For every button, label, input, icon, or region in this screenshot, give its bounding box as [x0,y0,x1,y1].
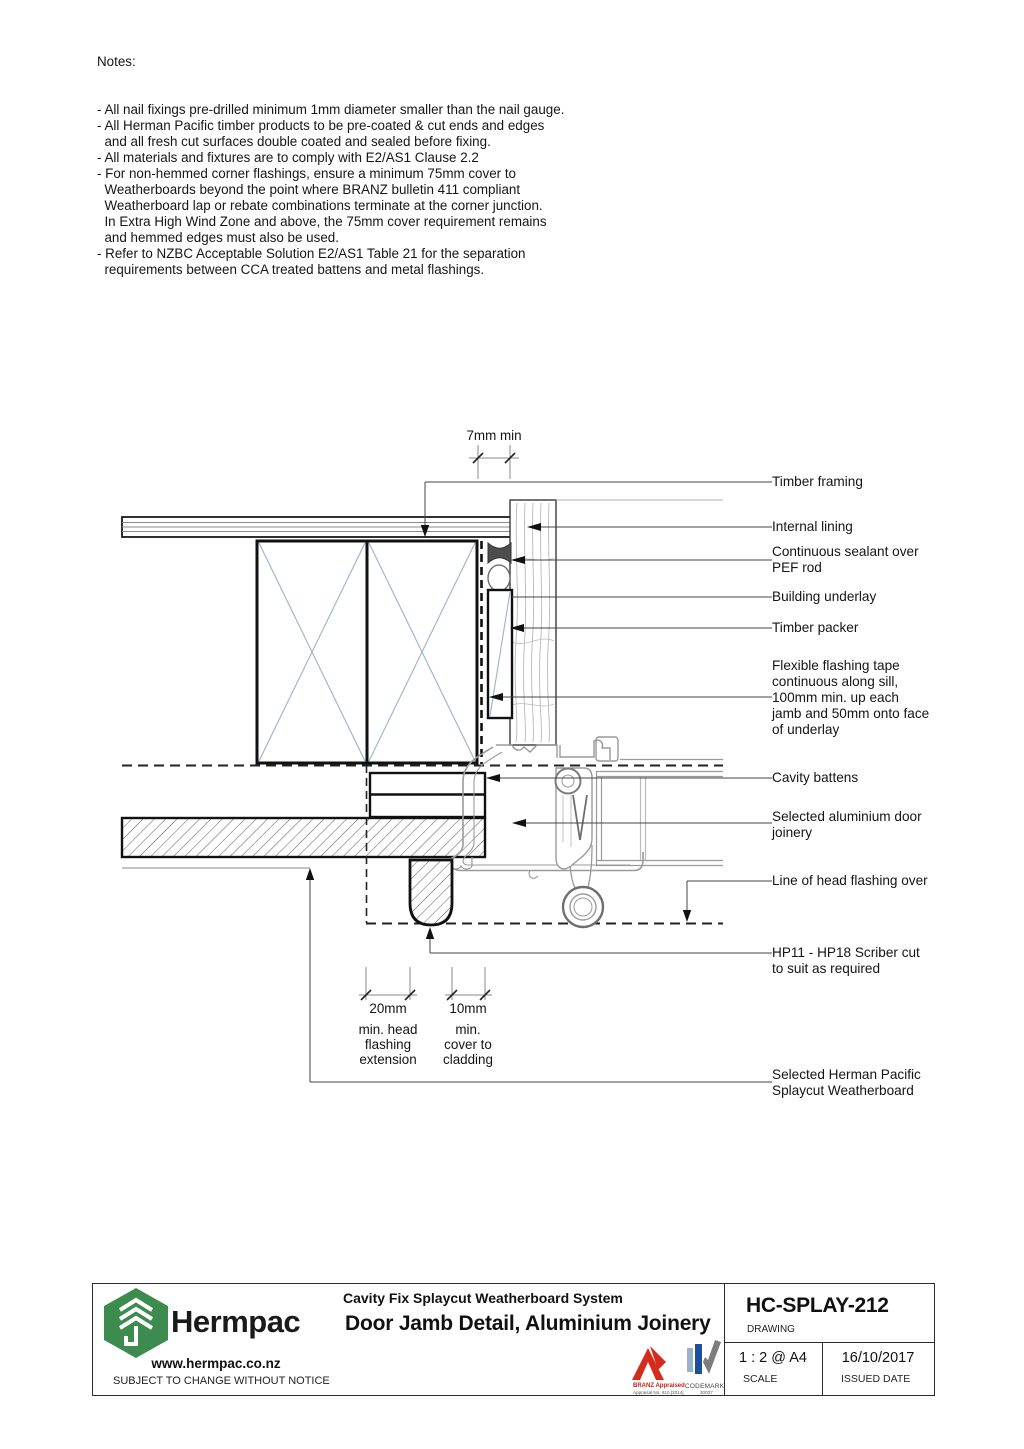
scale-label: SCALE [743,1373,778,1385]
cavity-battens-section [368,771,487,819]
dim-20mm-value: 20mm [369,1001,407,1016]
title-block-divider [724,1284,725,1395]
codemark-number: 30037 [700,1390,713,1395]
weatherboard-cladding-section [120,816,487,869]
branz-appraised-logo [632,1346,666,1380]
label-flexible-flashing-tape: Flexible flashing tape continuous along … [772,658,930,737]
system-name: Cavity Fix Splaycut Weatherboard System [343,1290,623,1306]
label-head-flashing-line: Line of head flashing over [772,873,928,888]
drawing-title: Door Jamb Detail, Aluminium Joinery [345,1312,711,1335]
label-aluminium-door-joinery: Selected aluminium door joinery [772,809,922,840]
sealant-and-pef-rod [487,541,512,592]
label-building-underlay: Building underlay [772,589,877,604]
issued-date-label: ISSUED DATE [841,1373,911,1385]
aluminium-joinery-profile [448,736,723,929]
label-cavity-battens: Cavity battens [772,770,859,785]
internal-lining-section [121,514,530,540]
drawing-number-label: DRAWING [747,1324,795,1335]
issued-date-value: 16/10/2017 [841,1350,915,1366]
branz-appraisal-number: Appraisal No. 610 [2014] [633,1390,684,1395]
disclaimer-text: SUBJECT TO CHANGE WITHOUT NOTICE [113,1375,330,1387]
dim-20mm-caption: min. head flashing extension [358,1022,418,1067]
dimension-lines [359,445,519,1001]
leader-arrows [305,523,692,939]
label-sealant-pef-rod: Continuous sealant over PEF rod [772,544,919,575]
brand-name: Hermpac [171,1304,301,1339]
scriber-section [408,858,454,927]
head-flashing-line [365,765,723,925]
timber-stud-section [509,499,557,746]
title-block-divider [822,1342,823,1395]
notes-title: Notes: [97,54,136,69]
label-splaycut-weatherboard: Selected Herman Pacific Splaycut Weather… [772,1067,921,1098]
website-link[interactable]: www.hermpac.co.nz [151,1356,281,1371]
branz-appraised-text: BRANZ Appraised [633,1383,685,1389]
notes-block: Notes: - All nail fixings pre-drilled mi… [97,22,617,310]
codemark-text: CODEMARK [685,1383,725,1390]
codemark-logo [687,1340,721,1374]
leader-lines [309,481,772,1083]
title-block-divider [724,1342,934,1343]
drawing-number: HC-SPLAY-212 [746,1294,889,1317]
dim-7mm-label: 7mm min [466,428,522,443]
title-block: Hermpac www.hermpac.co.nz SUBJECT TO CHA… [92,1283,935,1396]
label-scriber: HP11 - HP18 Scriber cut to suit as requi… [772,945,920,976]
framing-cross-section [255,539,479,765]
hermpac-tree-logo-icon [104,1288,168,1358]
dim-10mm-value: 10mm [449,1001,487,1016]
label-timber-framing: Timber framing [772,474,863,489]
notes-body: - All nail fixings pre-drilled minimum 1… [97,102,565,277]
scale-value: 1 : 2 @ A4 [739,1350,807,1366]
dim-10mm-caption: min. cover to cladding [443,1022,493,1067]
label-internal-lining: Internal lining [772,519,853,534]
label-timber-packer: Timber packer [772,620,859,635]
